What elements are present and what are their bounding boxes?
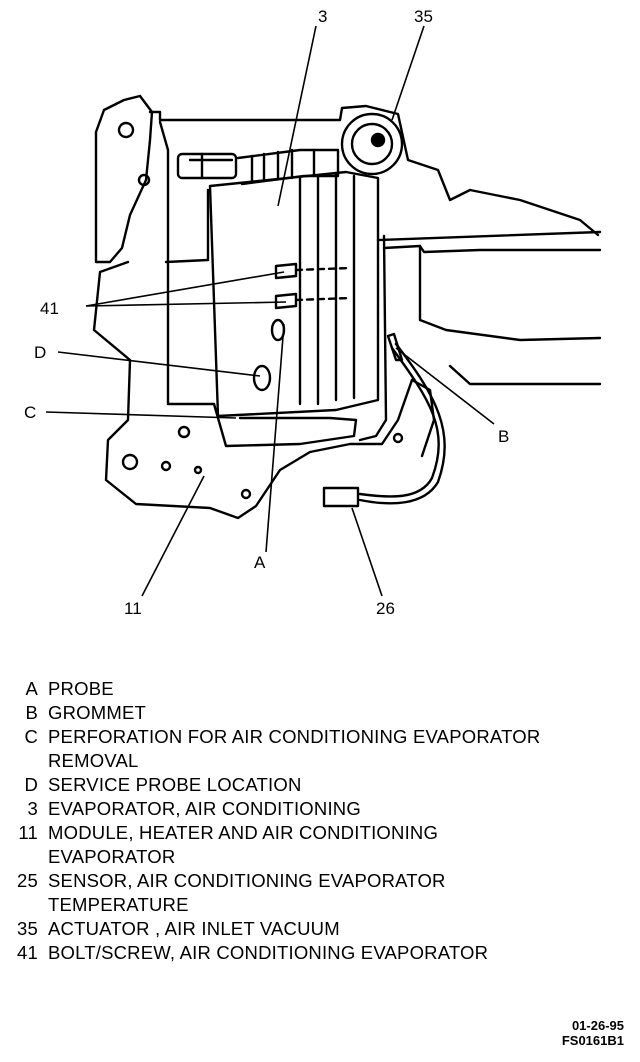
- figure-date: 01-26-95: [571, 1018, 624, 1033]
- legend-row: 41 BOLT/SCREW, AIR CONDITIONING EVAPORATO…: [8, 941, 628, 965]
- legend-text: BOLT/SCREW, AIR CONDITIONING EVAPORATOR: [48, 942, 489, 963]
- perforation-line: [212, 402, 358, 448]
- leader-A: [265, 323, 285, 553]
- legend-key: D: [24, 774, 38, 795]
- callout-3: 3: [318, 7, 327, 26]
- legend-text: MODULE, HEATER AND AIR CONDITIONING: [48, 822, 439, 843]
- legend-row: EVAPORATOR: [8, 845, 628, 869]
- leader-41-b: [85, 301, 287, 307]
- legend-text: SERVICE PROBE LOCATION: [48, 774, 302, 795]
- callout-B: B: [498, 427, 509, 446]
- legend-row: D SERVICE PROBE LOCATION: [8, 773, 628, 797]
- bracket-hole: [137, 173, 151, 187]
- legend-text: SENSOR, AIR CONDITIONING EVAPORATOR: [48, 870, 446, 891]
- legend-key: 25: [17, 870, 38, 891]
- legend-row: C PERFORATION FOR AIR CONDITIONING EVAPOR…: [8, 725, 628, 749]
- legend-row: REMOVAL: [8, 749, 628, 773]
- legend-key: 35: [17, 918, 38, 939]
- module-hole: [121, 453, 139, 471]
- legend-key: A: [25, 678, 38, 699]
- left-bracket: [94, 94, 154, 264]
- legend-text: PERFORATION FOR AIR CONDITIONING EVAPORA…: [48, 726, 541, 747]
- legend-key: C: [24, 726, 38, 747]
- legend-key: 3: [27, 798, 38, 819]
- evaporator-module-diagram: 3 35 41 D C B A 11 26: [24, 7, 602, 618]
- legend-text: EVAPORATOR: [48, 846, 176, 867]
- module-hole: [177, 425, 191, 439]
- grommet: [386, 332, 404, 362]
- lower-module: [92, 260, 414, 520]
- leader-3: [277, 25, 317, 207]
- legend-text: ACTUATOR , AIR INLET VACUUM: [48, 918, 340, 939]
- legend-text: PROBE: [48, 678, 114, 699]
- legend-row: A PROBE: [8, 677, 628, 701]
- bolt-lower: [274, 292, 298, 310]
- callout-C: C: [24, 403, 36, 422]
- legend-key: B: [25, 702, 38, 723]
- callout-26: 26: [376, 599, 395, 618]
- module-hole: [193, 465, 203, 475]
- callout-D: D: [34, 343, 46, 362]
- sensor-connector: [322, 486, 360, 508]
- bolt-upper: [274, 262, 298, 280]
- legend: A PROBE B GROMMET C PERFORATION FOR AIR CON…: [8, 677, 628, 965]
- module-hole: [240, 488, 252, 500]
- callout-41: 41: [40, 299, 59, 318]
- legend-text: REMOVAL: [48, 750, 139, 771]
- leader-B: [395, 347, 495, 425]
- service-probe-location: [252, 364, 272, 392]
- leader-D: [57, 351, 261, 377]
- top-slot: [176, 152, 238, 180]
- figure-code: FS0161B1: [561, 1033, 624, 1048]
- legend-row: 11 MODULE, HEATER AND AIR CONDITIONING: [8, 821, 628, 845]
- leader-26: [351, 507, 383, 597]
- callout-A: A: [254, 553, 266, 572]
- legend-text: GROMMET: [48, 702, 147, 723]
- leader-11: [141, 475, 205, 597]
- module-hole: [160, 460, 172, 472]
- callout-35: 35: [414, 7, 433, 26]
- legend-row: TEMPERATURE: [8, 893, 628, 917]
- actuator-disc: [340, 112, 404, 176]
- legend-row: 25 SENSOR, AIR CONDITIONING EVAPORATOR: [8, 869, 628, 893]
- legend-text: EVAPORATOR, AIR CONDITIONING: [48, 798, 361, 819]
- figure-footer: 01-26-95 FS0161B1: [562, 1018, 624, 1048]
- legend-key: 11: [18, 822, 38, 843]
- inner-frame: [158, 120, 216, 406]
- legend-text: TEMPERATURE: [48, 894, 189, 915]
- legend-row: B GROMMET: [8, 701, 628, 725]
- sensor-wire: [358, 346, 440, 498]
- leader-C: [45, 411, 237, 419]
- bracket-hole: [117, 121, 135, 139]
- right-duct: [376, 230, 602, 386]
- leader-41-a: [85, 271, 285, 307]
- upper-housing: [148, 104, 600, 237]
- legend-key: 41: [17, 942, 38, 963]
- legend-row: 3 EVAPORATOR, AIR CONDITIONING: [8, 797, 628, 821]
- leader-35: [391, 25, 425, 121]
- legend-row: 35 ACTUATOR , AIR INLET VACUUM: [8, 917, 628, 941]
- callout-11: 11: [124, 599, 142, 618]
